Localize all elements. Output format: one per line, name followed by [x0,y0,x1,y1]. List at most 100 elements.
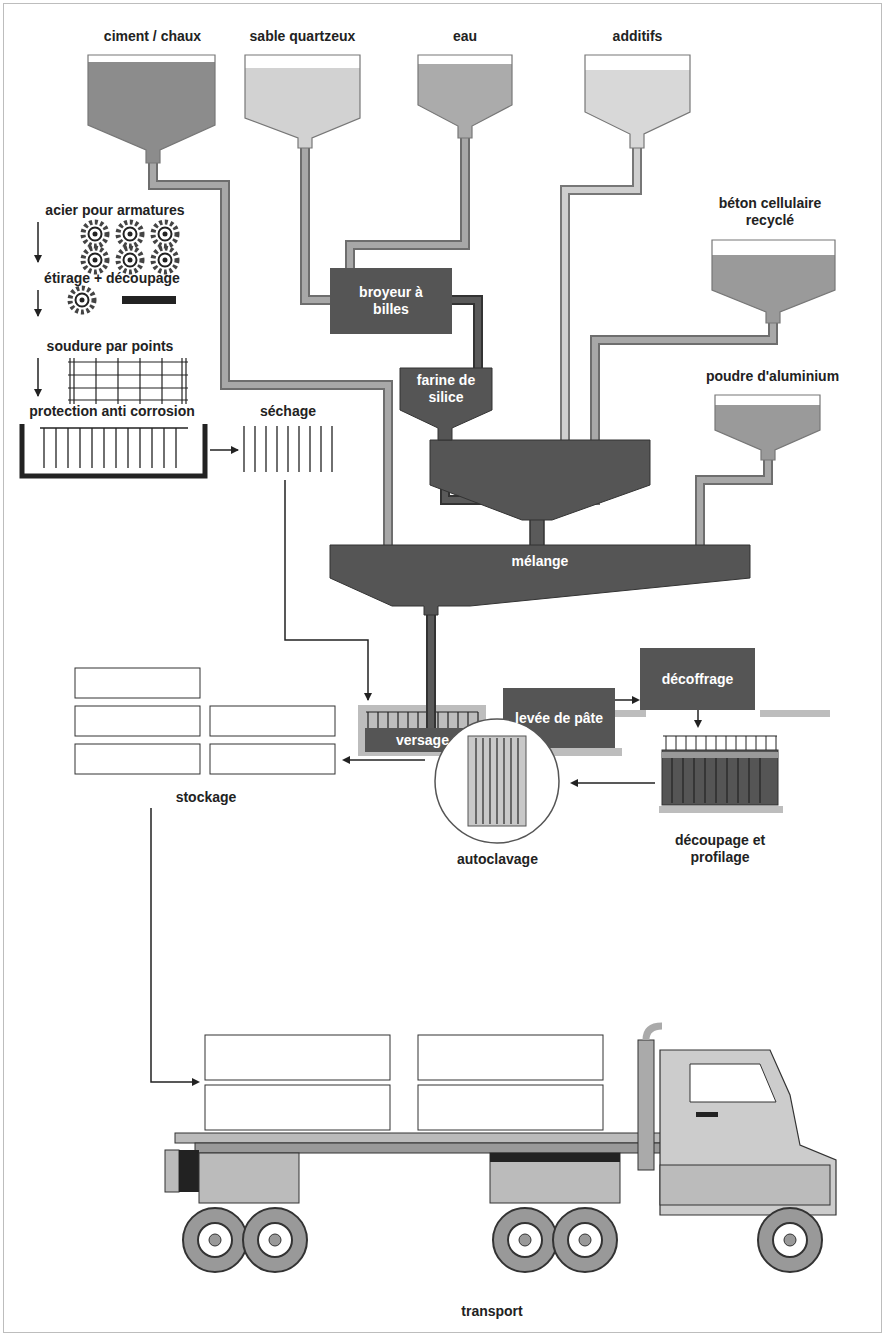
coil [159,254,172,267]
mesh [79,428,80,468]
hopper [715,395,820,460]
step-label: étirage + découpage [2,270,222,287]
hopper [712,240,835,323]
mesh [265,426,266,472]
wheel [493,1208,557,1272]
node-label: ciment / chaux [80,28,225,45]
wheel [508,1223,542,1257]
mesh [397,712,398,728]
coil [83,222,107,246]
hopper-content [585,70,690,148]
wheel [553,1208,617,1272]
silo: poudre d'aluminium [690,368,855,460]
cut [482,738,483,824]
mudguard [179,1150,199,1192]
pipe [350,138,465,268]
coil [93,258,98,263]
node-label: autoclavage [457,851,538,868]
block [75,706,200,736]
block [205,1035,390,1080]
mesh [298,426,299,472]
node-label: transport [461,1303,522,1320]
cab [660,1050,836,1215]
hopper [715,395,820,460]
comb [663,735,777,736]
silo: additifs [575,28,700,148]
pipe-wall [426,615,436,728]
cut [748,752,749,803]
mesh [103,428,104,468]
mesh [161,358,162,404]
pipe-core [452,300,478,368]
pipe-core [428,615,434,728]
node-label: stockage [176,789,237,806]
coil [153,222,177,246]
mesh [175,428,176,468]
mesh [447,712,448,728]
pipe [431,615,432,728]
flow-line [151,808,192,1082]
mesh [320,426,321,472]
steel-chain [22,222,368,700]
bumper [165,1150,179,1192]
pipe-wall [305,148,330,300]
flow-arrow [694,710,702,728]
node-label: sable quartzeux [235,28,370,45]
block [468,736,526,826]
flow-line [350,759,425,761]
pipe-wall [153,163,388,545]
coil [70,288,94,312]
flow-line [697,710,699,720]
mesh [417,712,418,728]
coil [76,294,89,307]
coil [159,228,172,241]
pipe [452,300,478,368]
coil [163,258,168,263]
block [418,1035,603,1080]
silo: sable quartzeux [235,28,370,148]
block [75,668,200,698]
truck: transport [200,1015,840,1320]
hopper [585,55,690,148]
step-label: protection anti corrosion [2,403,222,420]
hopper [245,55,360,148]
coil [163,232,168,237]
node-label: décoffrage [662,671,734,688]
comb [726,736,727,750]
mudguard [490,1153,620,1162]
cut [503,738,504,824]
mesh [68,374,188,375]
node-label: mélange [330,553,750,570]
comb [686,736,687,750]
node-label: découpage et profilage [655,832,785,866]
step-label: acier pour armatures [5,202,225,219]
pipe-core [350,138,465,268]
storage-shape [70,660,342,808]
mesh [139,358,140,404]
cut [715,752,716,803]
hopper [585,55,690,148]
mesh [68,399,188,400]
coil [89,228,102,241]
cut [726,752,727,803]
autoclave [435,719,559,843]
mesh [243,426,244,472]
mesh [127,428,128,468]
hopper [418,55,512,138]
arrowhead [342,756,350,764]
block [75,744,200,774]
step-label: soudure par points [0,338,220,355]
wheel [183,1208,247,1272]
cut [517,738,518,824]
wheel [269,1234,281,1246]
coil [83,248,107,272]
comb [676,736,677,750]
mesh [55,428,56,468]
block [210,706,335,736]
hopper-content [715,405,820,460]
mesh [437,712,438,728]
hopper [245,55,360,148]
node-label: levée de pâte [515,710,603,727]
cutting-machine: découpage et profilage [655,728,785,868]
mesh [40,427,188,428]
